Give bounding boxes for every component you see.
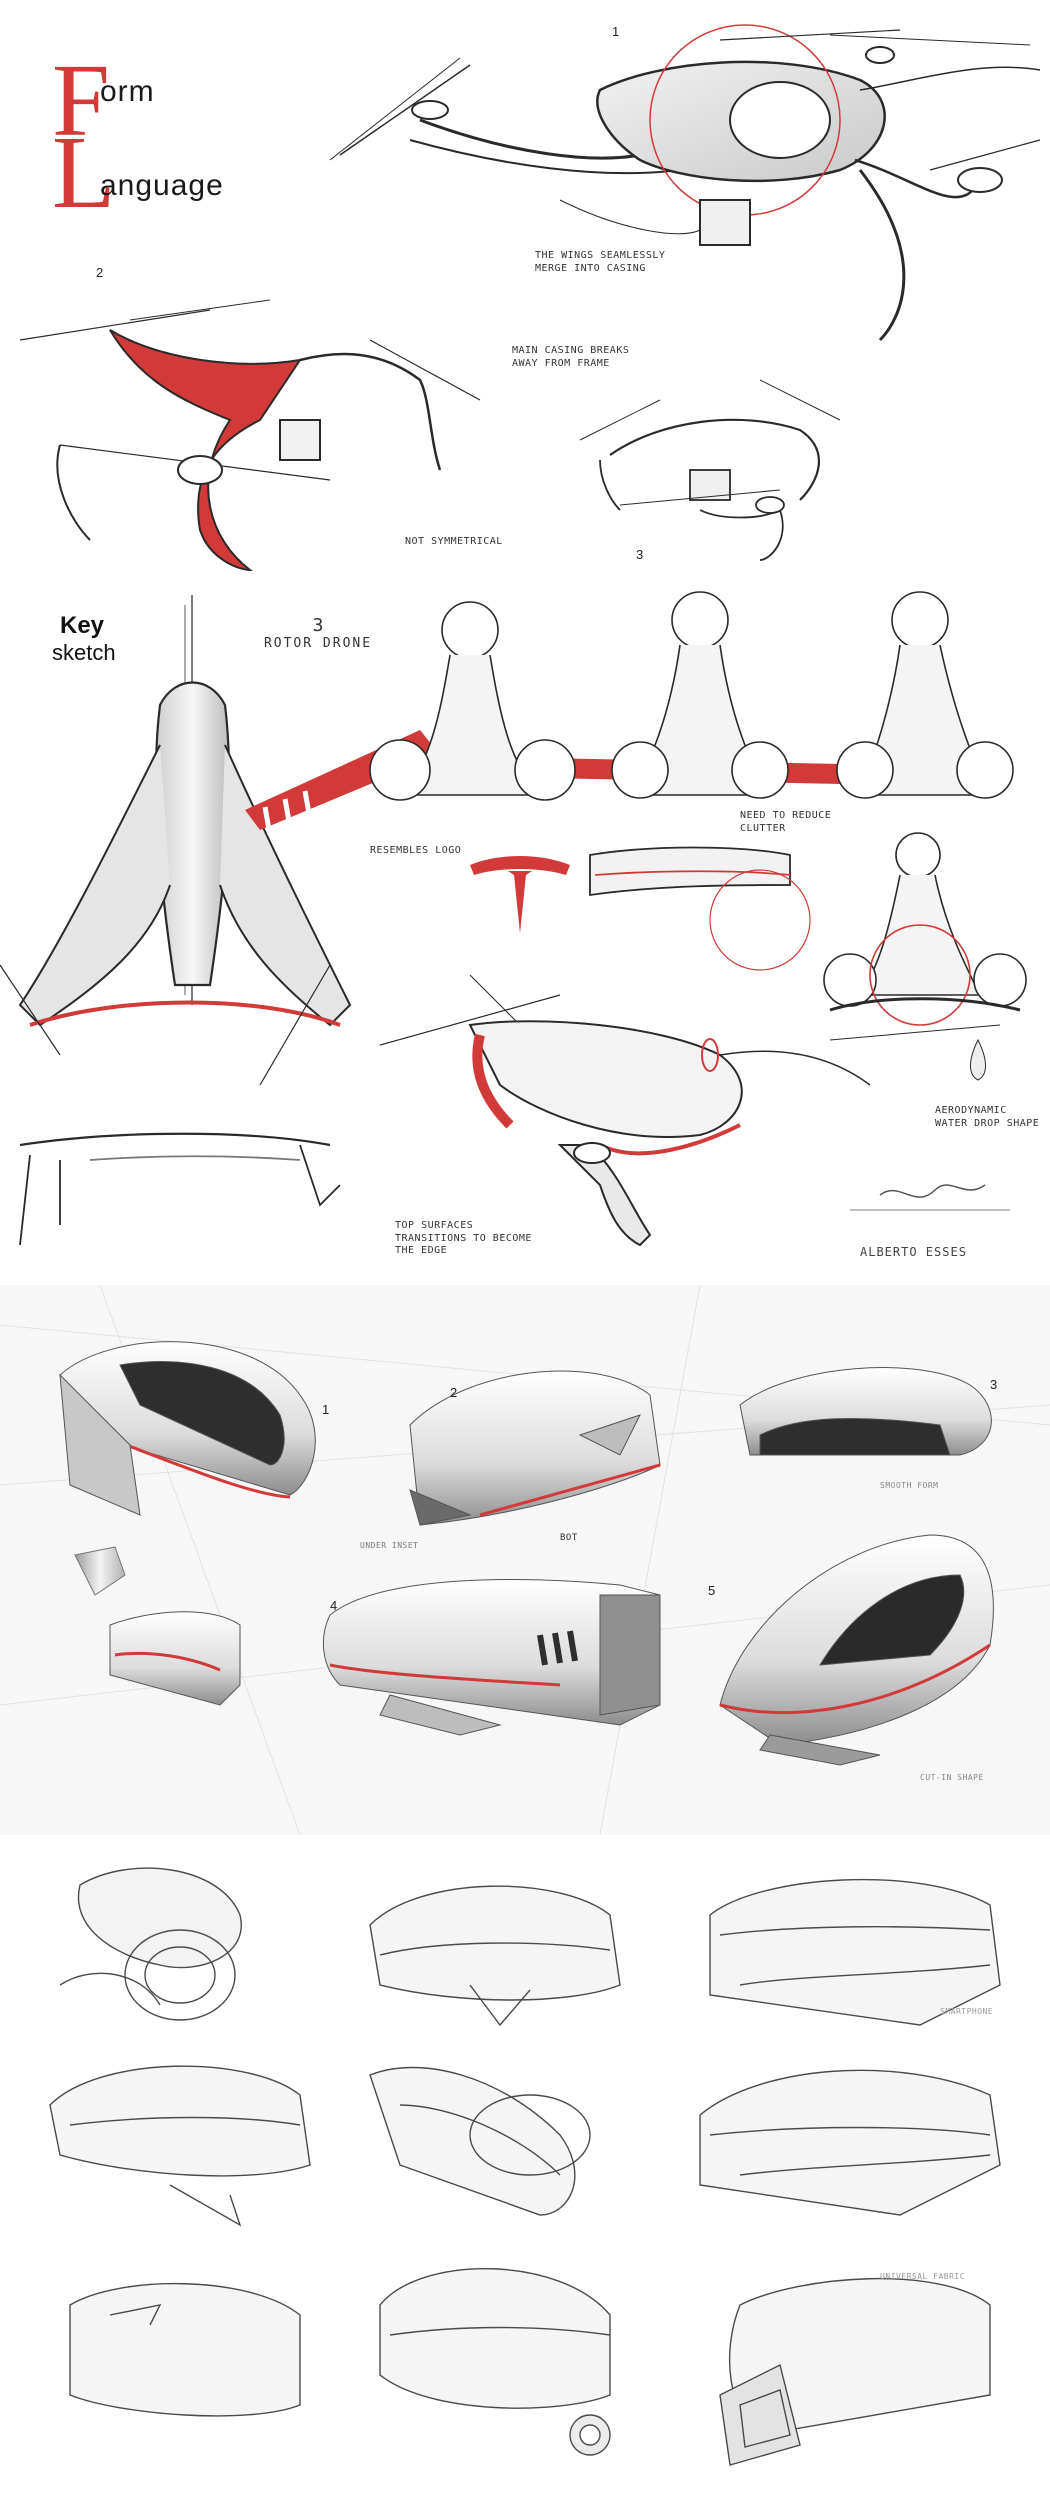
sketch-shell-8 <box>719 2277 991 2466</box>
sketch-shell-7 <box>379 2267 611 2456</box>
pencil-sketches <box>49 1867 1001 2466</box>
form-initial: F <box>52 43 110 158</box>
side-view-sketch <box>589 846 811 971</box>
drone-sketch-2 <box>19 299 481 572</box>
symmetry-note: Not symmetrical <box>405 536 503 547</box>
render-concept-5 <box>719 1534 994 1766</box>
sketch-shell-6 <box>69 2282 301 2417</box>
sketch-number-2: 2 <box>96 265 104 280</box>
rotor-drone-front-views <box>369 591 1027 1026</box>
key-title: Key <box>60 612 105 639</box>
render-concept-1 <box>59 1341 316 1516</box>
casing-note: Main casing breaks away from frame <box>512 345 630 369</box>
reduce-clutter-note: Need to reduce clutter <box>740 810 832 834</box>
language-initial: L <box>52 115 116 230</box>
key-subtitle: sketch <box>52 640 116 665</box>
render-number-2: 2 <box>450 1385 458 1400</box>
render-number-5: 5 <box>708 1583 716 1598</box>
bot-note: BOT <box>560 1533 578 1543</box>
front-view-detail <box>823 832 1027 1026</box>
drone-sketch-3 <box>579 379 841 561</box>
drone-sketch-1 <box>329 24 1041 342</box>
smartphone-note: SMARTPHONE <box>940 2007 994 2016</box>
key-sketch-label: Key sketch <box>52 612 116 666</box>
language-word: anguage <box>100 169 224 202</box>
form-language-section: F orm L anguage 1 2 3 The wings seamless… <box>0 0 1050 585</box>
under-note: Under inset <box>360 1541 419 1550</box>
sketch-shell-5 <box>699 2069 1001 2216</box>
render-number-1: 1 <box>322 1402 330 1417</box>
pencil-sketches-section: SMARTPHONE UNIVERSAL FABRIC <box>0 1835 1050 2501</box>
resembles-logo-note: Resembles logo <box>370 845 462 856</box>
universal-note: UNIVERSAL FABRIC <box>880 2272 966 2281</box>
wings-note: The wings seamlessly merge into casing <box>535 250 666 274</box>
designer-signature: ALBERTO ESSES <box>860 1245 967 1259</box>
pencil-sketch-grid <box>49 1867 1001 2466</box>
sketch-shell-1 <box>369 1885 621 2027</box>
logo-mark <box>470 856 570 933</box>
rotor-label: ROTOR DRONE <box>263 636 373 651</box>
rotor-drone-top-view <box>0 595 440 1086</box>
key-sketch-section: Key sketch 3 ROTOR DRONE Need to reduce … <box>0 585 1050 1285</box>
render-concept-3 <box>739 1367 992 1456</box>
render-fragment-2 <box>109 1611 241 1706</box>
sketch-number-1: 1 <box>612 24 620 39</box>
render-number-3: 3 <box>990 1377 998 1392</box>
sketch-number-3: 3 <box>636 547 644 562</box>
form-language-sketches <box>19 24 1041 572</box>
side-note: Cut-in shape <box>920 1773 984 1782</box>
form-note: Smooth form <box>880 1481 939 1490</box>
sketch-shell-2 <box>709 1878 1001 2026</box>
aerodynamic-note: Aerodynamic water drop shape <box>935 1105 1040 1129</box>
water-drop-shape <box>970 1038 986 1081</box>
side-profile-sketch <box>19 1132 341 1246</box>
render-concept-4 <box>322 1578 661 1736</box>
form-language-title: F orm L anguage <box>52 49 292 225</box>
render-concept-2 <box>409 1370 661 1526</box>
render-fragment-1 <box>74 1546 126 1596</box>
rendered-concepts <box>0 1285 1050 1835</box>
rotor-count: 3 <box>312 615 324 636</box>
red-perspective-drone <box>379 974 1001 1247</box>
sketch-shell-3 <box>49 2065 311 2227</box>
signature-scribble <box>879 1184 986 1198</box>
rendered-concepts-section: 1 2 3 4 5 BOT Under inset Smooth form Cu… <box>0 1285 1050 1835</box>
sketch-shell-4 <box>369 2066 591 2216</box>
sketch-ring-form <box>59 1867 242 2021</box>
render-number-4: 4 <box>330 1598 338 1613</box>
top-surface-note: Top surfaces transitions to become the e… <box>395 1220 532 1256</box>
rotor-drone-heading: 3 ROTOR DRONE <box>248 615 388 651</box>
form-word: orm <box>100 75 155 108</box>
key-sketch-drawings <box>0 591 1027 1247</box>
